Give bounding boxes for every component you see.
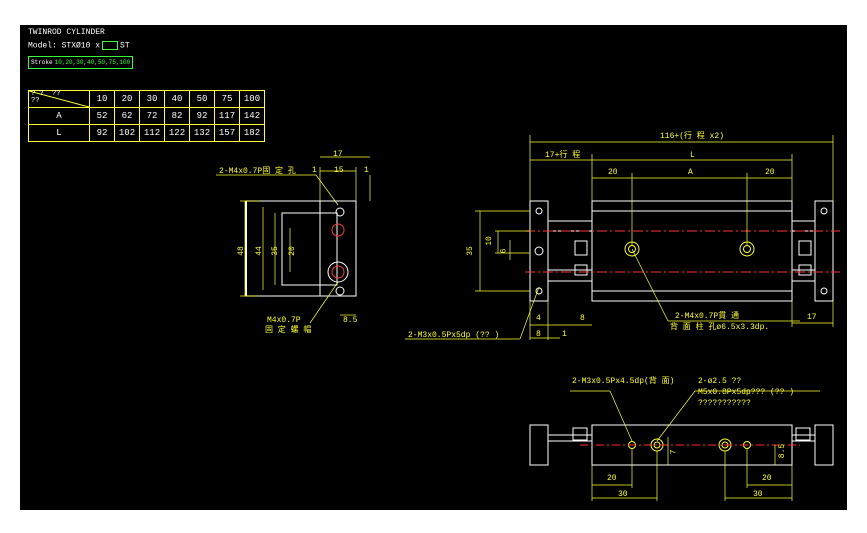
side-view-dims <box>216 156 371 324</box>
side-mount-hole-bottom <box>335 286 345 296</box>
dim-front-4: 4 <box>536 314 541 323</box>
table-cell: 182 <box>239 124 265 142</box>
table-cell: 142 <box>239 107 265 125</box>
cad-viewport[interactable]: TWINROD CYLINDER Model: STXØ10 x ST Strok… <box>20 25 847 510</box>
table-cell: 157 <box>214 124 240 142</box>
stroke-table: ? ? ?? ?? 10 20 30 40 50 75 100 A 52 62 … <box>28 90 265 142</box>
front-nut-right-bottom <box>798 264 812 276</box>
table-row: L 92 102 112 122 132 157 182 <box>28 124 265 142</box>
front-view <box>529 200 834 302</box>
stroke-values: 10,20,30,40,50,75,100 <box>54 59 131 66</box>
front-centerlines <box>525 230 840 273</box>
dim-side-35: 35 <box>270 246 280 256</box>
front-nut-left-bottom <box>574 264 588 276</box>
dim-bottom-30a: 30 <box>618 490 628 499</box>
front-nut-left-top <box>574 240 588 256</box>
note-bottom-2: 2-ø2.5 ?? <box>698 377 742 386</box>
front-view-dims <box>405 135 834 340</box>
dim-bottom-20a: 20 <box>607 474 617 483</box>
note-side-top: 2-M4x0.7P固 定 孔 <box>219 167 296 176</box>
drawing-canvas <box>216 135 840 501</box>
side-view <box>245 200 357 297</box>
stroke-table-corner-cell: ? ? ?? ?? <box>28 90 90 108</box>
model-prefix: Model: STXØ10 x <box>28 41 101 51</box>
model-line: Model: STXØ10 x ST <box>28 41 130 51</box>
side-rod-cap-outer <box>327 261 349 283</box>
bottom-left-plate <box>529 424 549 466</box>
dim-side-15: 15 <box>334 166 344 175</box>
note-front-left: 2-M3x0.5Px5dp (?? ) <box>408 331 500 340</box>
dim-bottom-20b: 20 <box>762 474 772 483</box>
dim-front-17: 17 <box>807 313 817 322</box>
side-rod-upper <box>331 223 345 237</box>
corner-text: ? ? ?? ?? <box>31 90 61 105</box>
dim-front-L: L <box>690 151 695 160</box>
bottom-view-dims <box>570 390 820 501</box>
bottom-right-plate <box>814 424 834 466</box>
note-bottom-3: M5x0.8Px5dp??? (?? ) <box>698 388 795 397</box>
note-bottom-4: ??????????? <box>698 399 751 408</box>
dim-side-85: 8.5 <box>343 316 358 325</box>
side-end-plate <box>319 200 357 297</box>
dim-front-overall: 116+(行 程 x2) <box>660 132 725 141</box>
drawing-title: TWINROD CYLINDER <box>28 28 105 37</box>
dim-side-1b: 1 <box>364 166 369 175</box>
dim-side-1a: 1 <box>312 166 317 175</box>
side-rod-cap-inner <box>331 265 345 279</box>
note-side-bottom-1: M4x0.7P <box>267 316 301 325</box>
side-inner-recess <box>281 212 338 286</box>
front-nut-right-top <box>798 240 812 256</box>
dim-front-8b: 8 <box>536 330 541 339</box>
dim-front-35: 35 <box>465 246 475 256</box>
front-body <box>591 200 793 302</box>
table-cell: 92 <box>89 124 115 142</box>
dim-bottom-85: 8.5 <box>778 443 788 459</box>
dim-front-left-stroke: 17+行 程 <box>545 151 581 160</box>
dim-front-1: 1 <box>562 330 567 339</box>
corner-diagonal <box>29 91 89 107</box>
dim-front-A: A <box>688 168 693 177</box>
note-side-bottom-2: 固 定 螺 帽 <box>265 326 312 335</box>
front-left-plate <box>529 200 549 302</box>
front-right-plate <box>814 200 834 302</box>
dim-front-8a: 8 <box>580 314 585 323</box>
dim-side-17: 17 <box>333 150 343 159</box>
front-holes <box>624 241 755 257</box>
dim-side-20: 20 <box>287 246 297 256</box>
dim-bottom-7: 7 <box>669 449 679 455</box>
model-input-box <box>102 41 119 50</box>
dim-side-44: 44 <box>254 246 264 256</box>
dim-front-6: 6 <box>499 248 509 254</box>
note-bottom-1: 2-M3x0.5Px4.5dp(背 面) <box>572 377 675 386</box>
stroke-label: Stroke <box>31 59 53 66</box>
note-front-right-1: 2-M4x0.7P貫 通 <box>675 312 740 321</box>
note-front-right-2: 背 面 柱 孔ø6.5x3.3dp. <box>670 323 770 332</box>
dim-front-20a: 20 <box>608 168 618 177</box>
side-mount-hole-top <box>335 207 345 217</box>
dim-bottom-30b: 30 <box>753 490 763 499</box>
dim-front-20b: 20 <box>765 168 775 177</box>
model-suffix: ST <box>120 41 130 51</box>
dim-front-10: 10 <box>484 236 494 246</box>
dim-side-48: 48 <box>236 246 246 256</box>
